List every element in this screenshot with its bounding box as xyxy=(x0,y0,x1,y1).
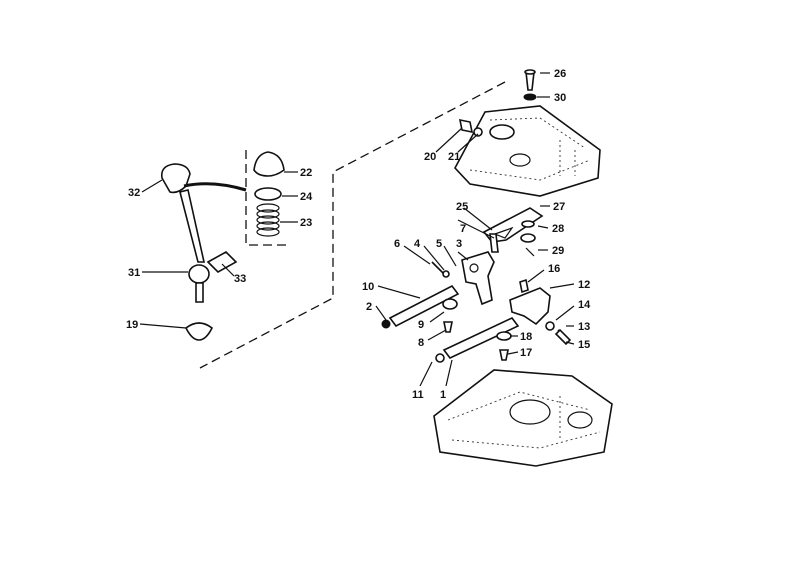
gaiter-cable xyxy=(183,182,247,192)
bolt-washer xyxy=(496,331,512,361)
part-labels: 26 30 20 21 22 24 23 32 31 33 19 25 27 2… xyxy=(126,68,591,401)
label-27: 27 xyxy=(553,201,565,213)
upper-housing xyxy=(454,105,601,197)
label-25: 25 xyxy=(456,201,468,213)
assembly-boundary xyxy=(199,81,506,369)
lever-ball xyxy=(188,264,210,284)
label-19: 19 xyxy=(126,319,138,331)
shift-fork-12 xyxy=(509,278,551,326)
label-7: 7 xyxy=(460,223,466,235)
lever-boot xyxy=(184,322,214,341)
gearbox-housing xyxy=(433,369,613,467)
label-30: 30 xyxy=(554,92,566,104)
label-6: 6 xyxy=(394,238,400,250)
label-13: 13 xyxy=(578,321,590,333)
cap-spring-assembly xyxy=(253,151,285,237)
label-9: 9 xyxy=(418,319,424,331)
label-21: 21 xyxy=(448,151,460,163)
lever-shaft xyxy=(195,282,204,303)
label-28: 28 xyxy=(552,223,564,235)
label-24: 24 xyxy=(300,191,313,203)
label-31: 31 xyxy=(128,267,140,279)
shift-lever-assembly xyxy=(160,163,247,341)
label-11: 11 xyxy=(412,389,424,401)
label-22: 22 xyxy=(300,167,312,179)
label-4: 4 xyxy=(414,238,421,250)
label-15: 15 xyxy=(578,339,590,351)
label-29: 29 xyxy=(552,245,564,257)
label-5: 5 xyxy=(436,238,442,250)
label-3: 3 xyxy=(456,238,462,250)
label-12: 12 xyxy=(578,279,590,291)
label-26: 26 xyxy=(554,68,566,80)
clamp-plate xyxy=(206,251,238,273)
rubber-cap xyxy=(253,151,285,177)
label-2: 2 xyxy=(366,301,372,313)
label-10: 10 xyxy=(362,281,374,293)
shift-knob xyxy=(160,163,191,194)
label-18: 18 xyxy=(520,331,532,343)
label-14: 14 xyxy=(578,299,591,311)
shift-rod-10 xyxy=(381,284,460,329)
label-1: 1 xyxy=(440,389,446,401)
shift-rod-1 xyxy=(435,316,520,363)
breather-parts xyxy=(523,69,537,101)
small-pins xyxy=(431,233,499,278)
label-32: 32 xyxy=(128,187,140,199)
leader-lines xyxy=(139,72,575,387)
label-23: 23 xyxy=(300,217,312,229)
label-17: 17 xyxy=(520,347,532,359)
washer-27-28 xyxy=(520,220,536,257)
shift-fork-3 xyxy=(461,251,495,306)
detent-parts xyxy=(545,321,572,346)
label-33: 33 xyxy=(234,273,246,285)
o-ring xyxy=(254,187,282,201)
label-8: 8 xyxy=(418,337,424,349)
label-16: 16 xyxy=(548,263,560,275)
lever-rod xyxy=(179,189,205,263)
label-20: 20 xyxy=(424,151,436,163)
housing-plugs xyxy=(458,118,483,137)
